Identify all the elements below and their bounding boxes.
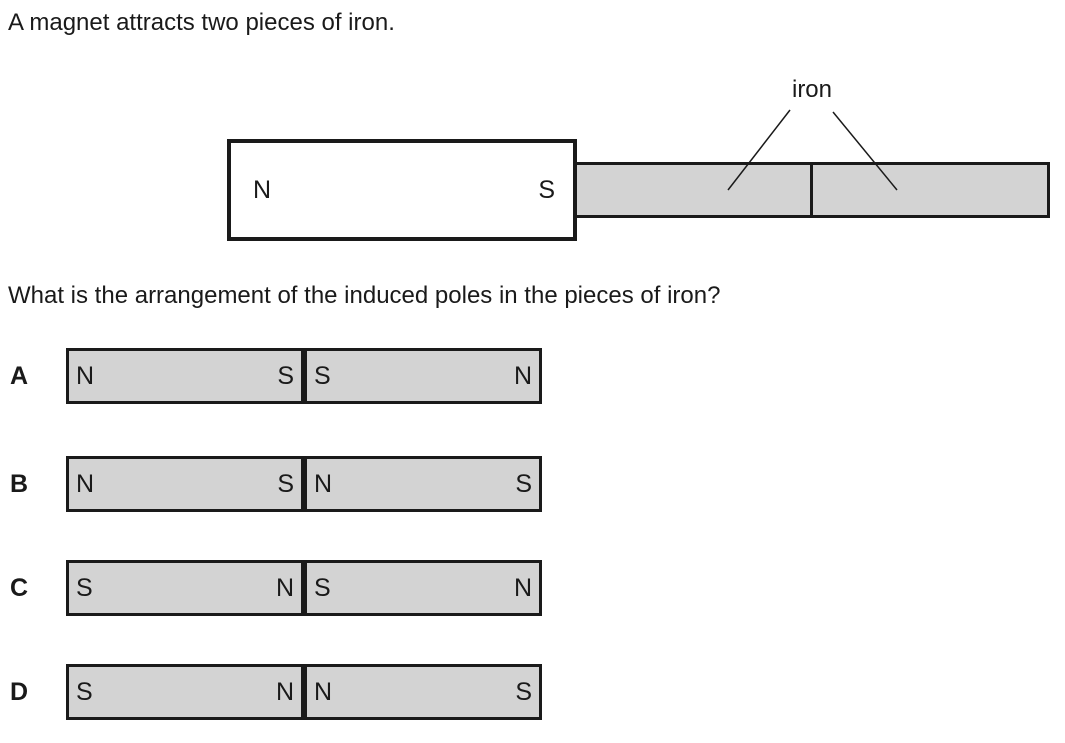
iron-bar: S N bbox=[304, 560, 542, 616]
pole-label: S bbox=[76, 573, 93, 602]
pole-label: S bbox=[76, 677, 93, 706]
pole-label: N bbox=[76, 361, 95, 390]
iron-bar: S N bbox=[66, 560, 304, 616]
option-letter: D bbox=[10, 677, 29, 706]
intro-text: A magnet attracts two pieces of iron. bbox=[8, 9, 395, 36]
pole-label: S bbox=[277, 361, 294, 390]
pole-label: N bbox=[513, 361, 532, 390]
option-bars: S N S N bbox=[66, 560, 542, 616]
pole-label: N bbox=[275, 677, 294, 706]
bar-magnet: N S bbox=[227, 139, 577, 241]
iron-bar: S N bbox=[304, 348, 542, 404]
pole-label: N bbox=[314, 677, 333, 706]
pole-label: N bbox=[275, 573, 294, 602]
iron-bar: N S bbox=[66, 348, 304, 404]
magnet-south-pole-label: S bbox=[538, 175, 555, 204]
option-row-d: D S N N S bbox=[0, 664, 560, 720]
option-bars: N S N S bbox=[66, 456, 542, 512]
pole-label: S bbox=[314, 361, 331, 390]
option-bars: S N N S bbox=[66, 664, 542, 720]
pole-label: S bbox=[515, 469, 532, 498]
option-letter: C bbox=[10, 573, 29, 602]
option-letter: B bbox=[10, 469, 29, 498]
option-bars: N S S N bbox=[66, 348, 542, 404]
pole-label: S bbox=[314, 573, 331, 602]
option-row-c: C S N S N bbox=[0, 560, 560, 616]
iron-label: iron bbox=[791, 76, 833, 103]
pole-label: N bbox=[314, 469, 333, 498]
pole-label: N bbox=[513, 573, 532, 602]
question-text: What is the arrangement of the induced p… bbox=[8, 282, 721, 309]
magnet-north-pole-label: N bbox=[253, 175, 272, 204]
option-letter: A bbox=[10, 361, 29, 390]
iron-bar: N S bbox=[304, 456, 542, 512]
option-row-a: A N S S N bbox=[0, 348, 560, 404]
iron-pointer-lines bbox=[727, 109, 898, 191]
pole-label: S bbox=[277, 469, 294, 498]
pole-label: N bbox=[76, 469, 95, 498]
iron-piece-divider bbox=[810, 165, 813, 215]
iron-bar: N S bbox=[66, 456, 304, 512]
option-row-b: B N S N S bbox=[0, 456, 560, 512]
iron-bar: S N bbox=[66, 664, 304, 720]
pole-label: S bbox=[515, 677, 532, 706]
iron-pieces bbox=[574, 162, 1050, 218]
iron-bar: N S bbox=[304, 664, 542, 720]
